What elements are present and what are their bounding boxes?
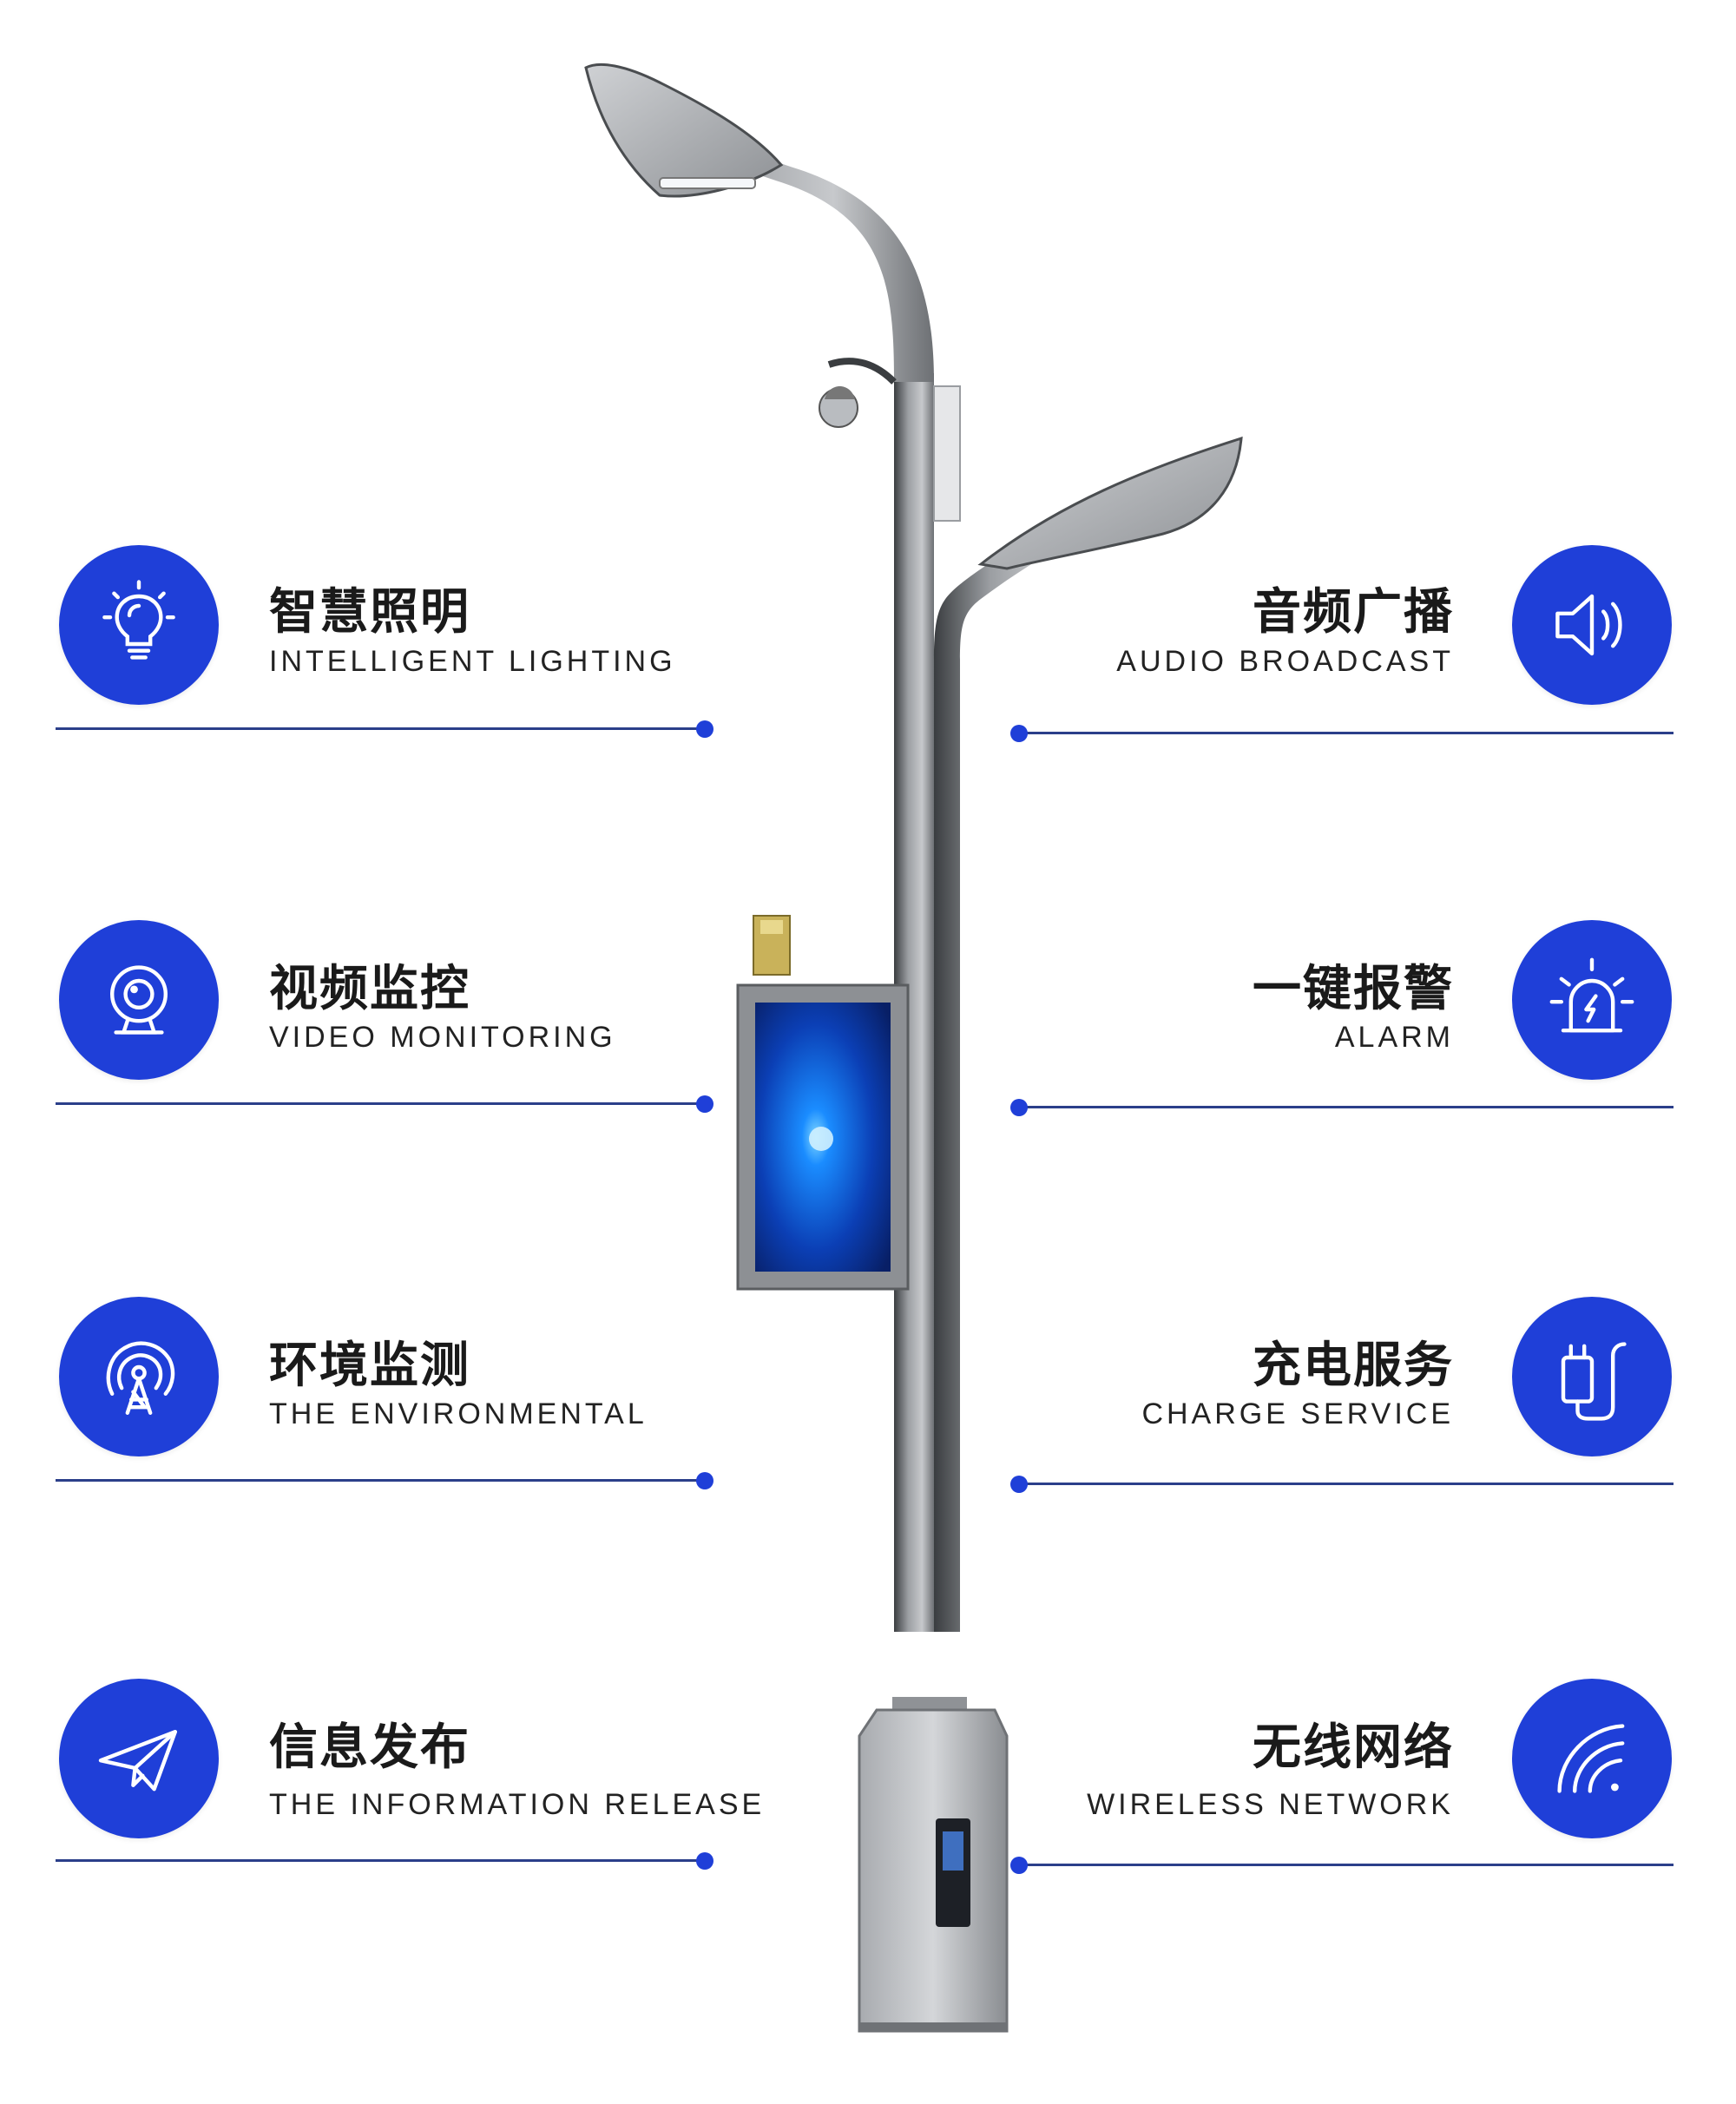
feature-video-monitoring: 视频监控 VIDEO MONITORING	[0, 0, 1736, 1113]
connector-dot	[696, 1472, 713, 1489]
feature-title: 环境监测	[269, 1338, 470, 1394]
feature-information-release: 信息发布 THE INFORMATION RELEASE	[0, 0, 1736, 1870]
paper-plane-icon	[59, 1679, 219, 1838]
feature-subtitle: THE ENVIRONMENTAL	[269, 1397, 648, 1430]
wifi-icon	[1512, 1679, 1672, 1838]
webcam-icon	[59, 920, 219, 1080]
feature-title: 信息发布	[269, 1719, 470, 1776]
feature-title: 视频监控	[269, 961, 470, 1017]
feature-subtitle: AUDIO BROADCAST	[1116, 645, 1454, 678]
charging-plug-icon	[1512, 1297, 1672, 1456]
connector-dot	[696, 1095, 713, 1113]
feature-subtitle: CHARGE SERVICE	[1141, 1397, 1454, 1430]
alarm-light-icon	[1512, 920, 1672, 1080]
divider-line	[1021, 1106, 1674, 1108]
divider-line	[1021, 1483, 1674, 1485]
divider-line	[1021, 1864, 1674, 1866]
divider-line	[56, 1479, 707, 1482]
feature-title: 无线网络	[1253, 1719, 1454, 1776]
feature-subtitle: VIDEO MONITORING	[269, 1021, 616, 1054]
connector-dot	[1010, 725, 1028, 742]
feature-subtitle: WIRELESS NETWORK	[1087, 1788, 1454, 1821]
connector-dot	[696, 1852, 713, 1870]
lightbulb-icon	[59, 545, 219, 705]
divider-line	[56, 1102, 707, 1105]
feature-subtitle: INTELLIGENT LIGHTING	[269, 645, 676, 678]
connector-dot	[1010, 1099, 1028, 1116]
feature-title: 智慧照明	[269, 584, 470, 641]
connector-dot	[696, 720, 713, 738]
feature-title: 充电服务	[1253, 1338, 1454, 1394]
signal-tower-icon	[59, 1297, 219, 1456]
feature-charge-service: 充电服务 CHARGE SERVICE	[0, 0, 1736, 1493]
feature-audio-broadcast: 音频广播 AUDIO BROADCAST	[0, 0, 1736, 742]
feature-title: 音频广播	[1253, 584, 1454, 641]
feature-title: 一键报警	[1253, 961, 1454, 1017]
feature-alarm: 一键报警 ALARM	[0, 0, 1736, 1116]
connector-dot	[1010, 1857, 1028, 1874]
feature-subtitle: ALARM	[1334, 1021, 1454, 1054]
connector-dot	[1010, 1476, 1028, 1493]
feature-intelligent-lighting: 智慧照明 INTELLIGENT LIGHTING	[0, 0, 1736, 738]
feature-wireless-network: 无线网络 WIRELESS NETWORK	[0, 0, 1736, 1874]
divider-line	[56, 1859, 707, 1862]
divider-line	[1021, 732, 1674, 734]
speaker-icon	[1512, 545, 1672, 705]
divider-line	[56, 727, 707, 730]
feature-subtitle: THE INFORMATION RELEASE	[269, 1788, 766, 1821]
feature-environmental: 环境监测 THE ENVIRONMENTAL	[0, 0, 1736, 1489]
